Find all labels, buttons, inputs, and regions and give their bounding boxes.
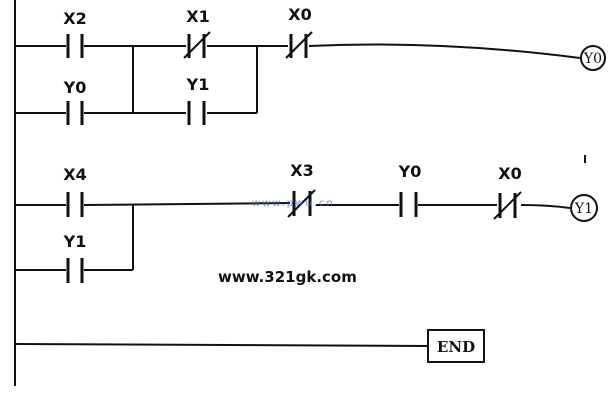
contact-label-y1: Y1 bbox=[63, 232, 87, 251]
rung-1: X2 X1 X0 Y0 Y1 Y0 bbox=[15, 5, 606, 125]
contact-x1-nc bbox=[183, 31, 211, 59]
end-instruction-box bbox=[427, 329, 485, 363]
coil-y1: Y1 bbox=[570, 194, 598, 222]
contact-label-y1: Y1 bbox=[186, 75, 210, 94]
contact-x0-nc bbox=[285, 31, 313, 59]
contact-label-y0: Y0 bbox=[63, 78, 87, 97]
contact-label-x4: X4 bbox=[63, 165, 86, 184]
rung-end: END bbox=[14, 329, 485, 363]
contact-y1-no bbox=[187, 101, 206, 125]
contact-label-x2: X2 bbox=[63, 9, 86, 28]
wire bbox=[83, 202, 291, 206]
wire bbox=[14, 343, 429, 347]
coil-y0: Y0 bbox=[580, 45, 606, 71]
contact-y0-no bbox=[66, 101, 84, 125]
contact-label-x0: X0 bbox=[498, 164, 521, 183]
contact-y1-no bbox=[66, 258, 84, 283]
contact-label-x0: X0 bbox=[288, 5, 311, 24]
wire bbox=[520, 204, 571, 209]
coil-label-y0: Y0 bbox=[583, 51, 602, 67]
wire bbox=[308, 43, 581, 59]
watermark-faint: www.pwu.cn bbox=[252, 198, 335, 209]
contact-x2-no bbox=[66, 34, 84, 58]
rung-2: X4 Y1 X3 Y0 X0 Y1 bbox=[15, 161, 598, 283]
contact-label-x1: X1 bbox=[186, 7, 209, 26]
contact-x4-no bbox=[66, 192, 84, 217]
contact-label-x3: X3 bbox=[290, 161, 313, 180]
contact-x3-nc bbox=[287, 189, 316, 218]
contact-x0-nc bbox=[493, 191, 522, 220]
coil-label-y1: Y1 bbox=[574, 201, 593, 217]
end-label: END bbox=[437, 338, 475, 356]
watermark-text: www.321gk.com bbox=[218, 268, 357, 286]
contact-y0-no bbox=[399, 192, 418, 217]
contact-label-y0: Y0 bbox=[398, 162, 422, 181]
